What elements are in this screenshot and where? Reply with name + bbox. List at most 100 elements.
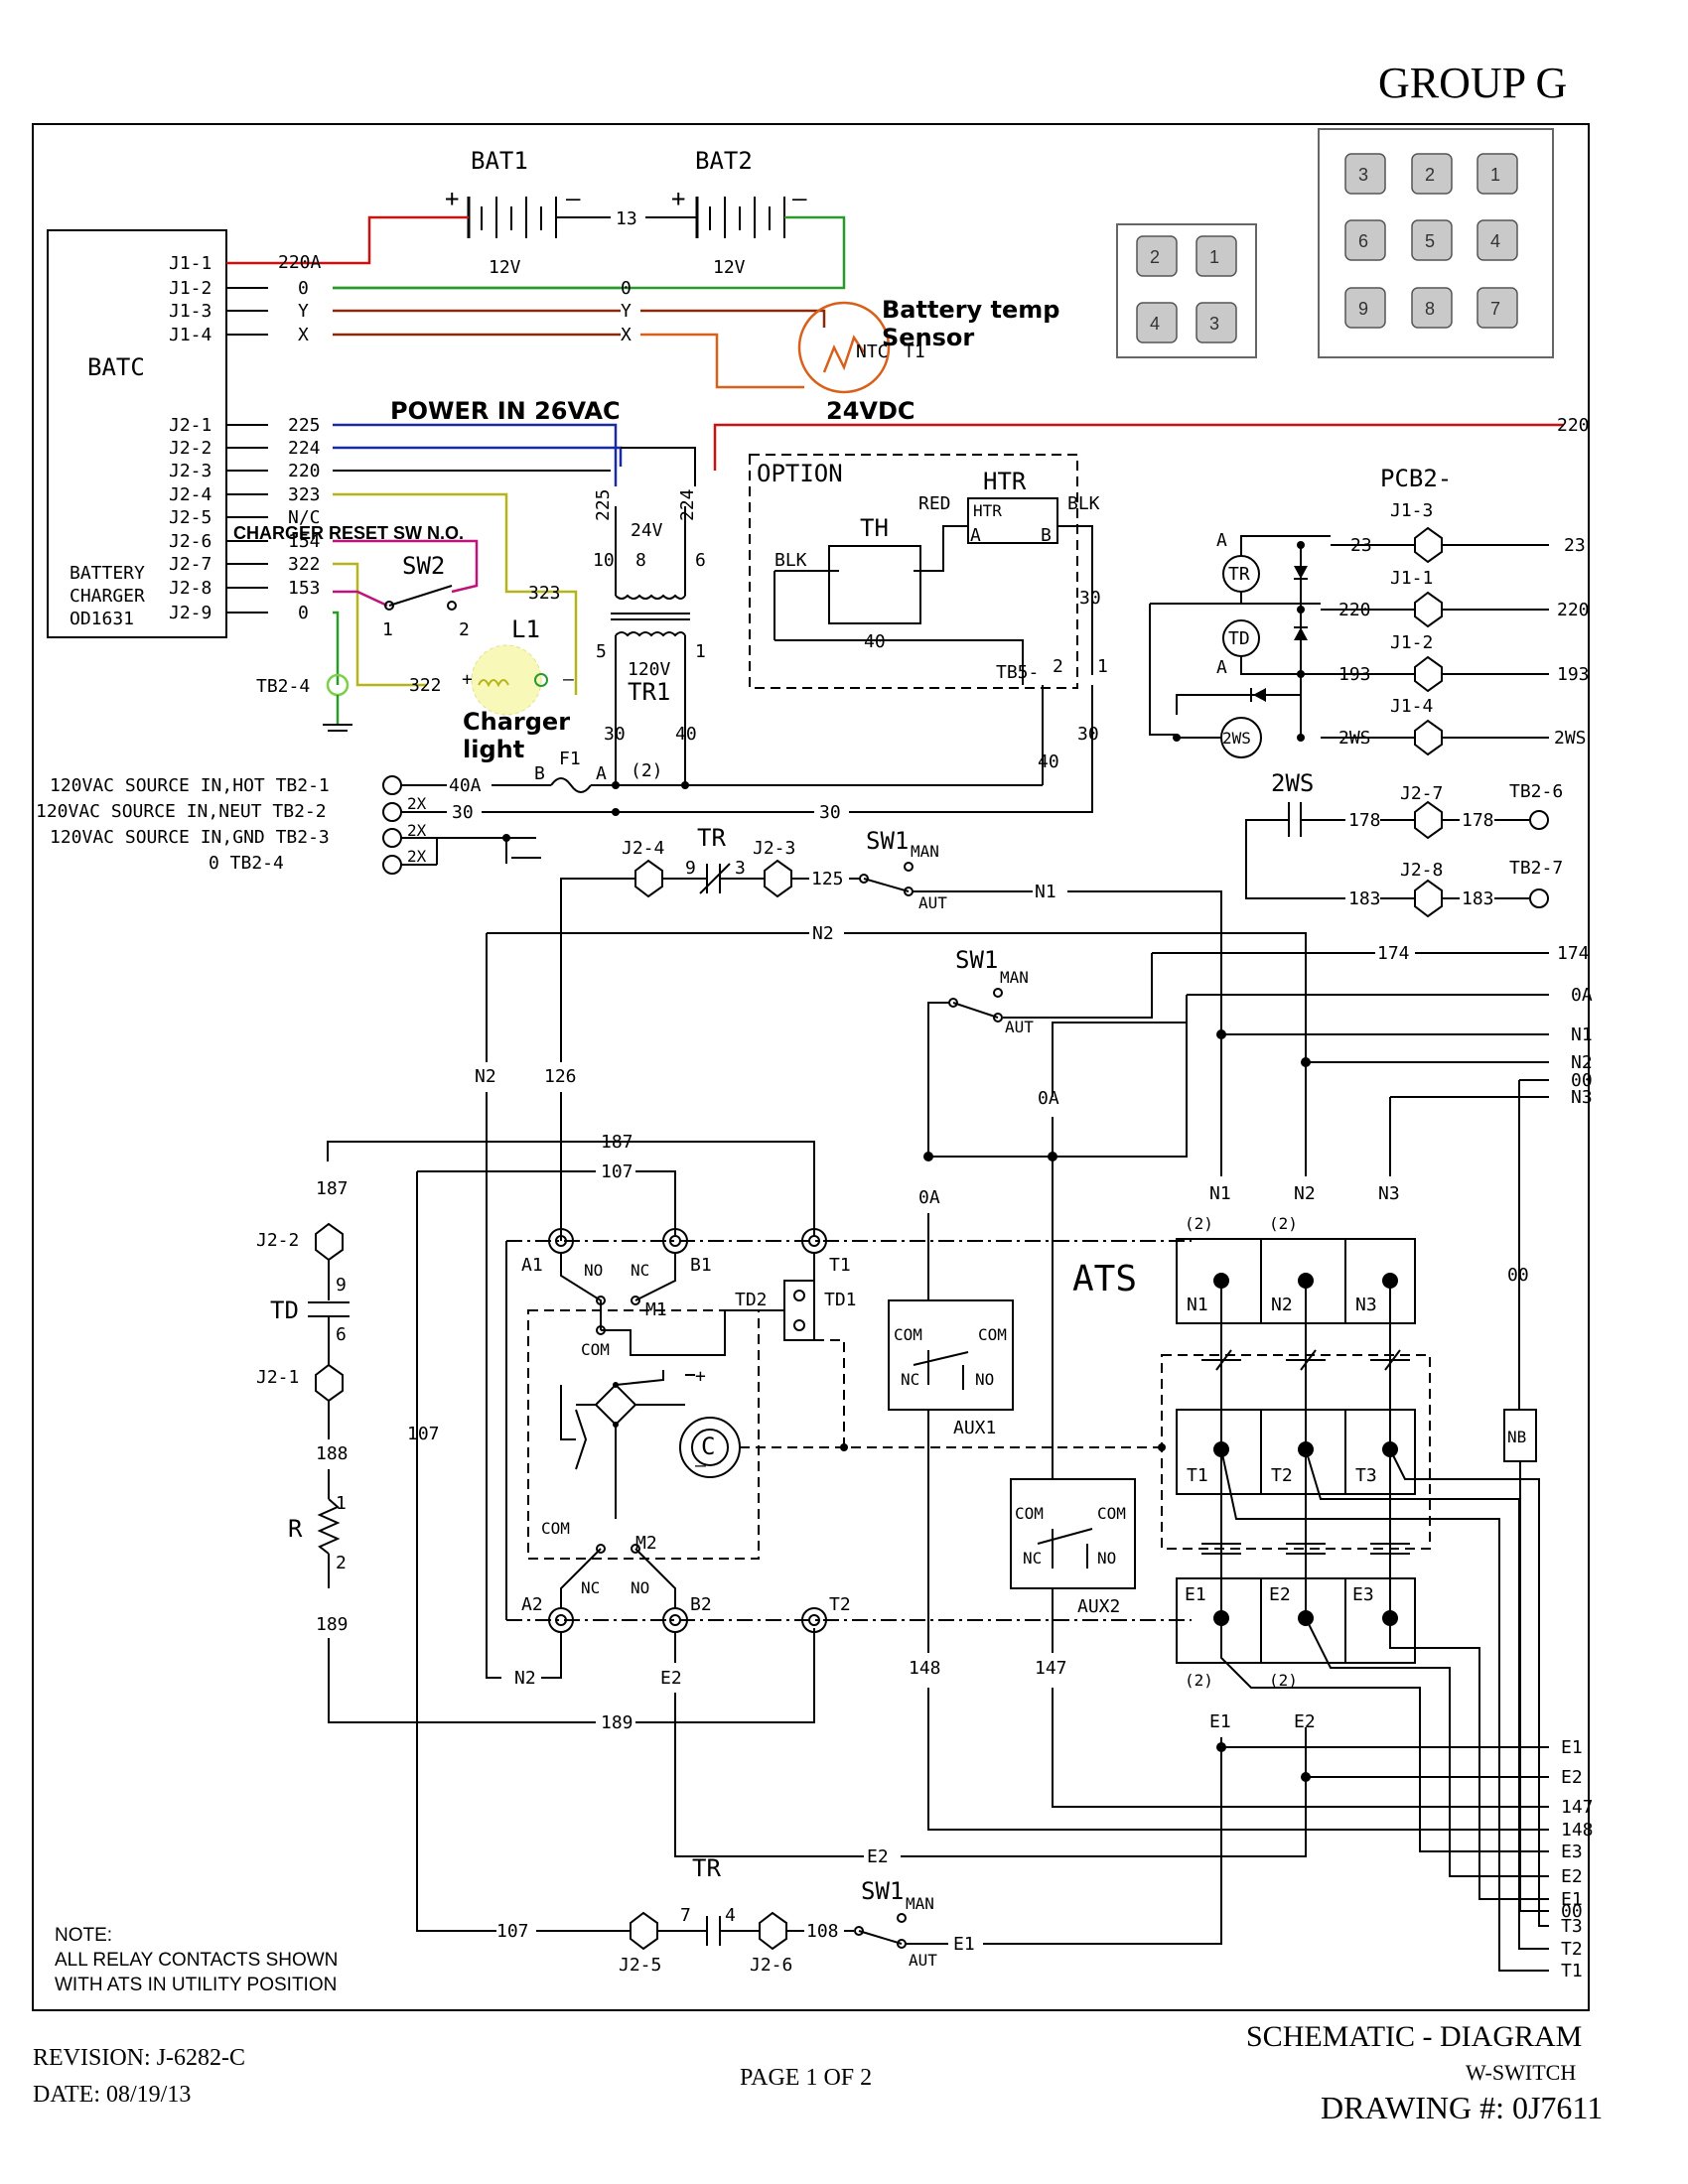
svg-text:174: 174 xyxy=(1377,943,1410,964)
svg-text:HTR: HTR xyxy=(983,468,1027,495)
svg-text:J1-4: J1-4 xyxy=(1390,696,1433,717)
svg-text:23: 23 xyxy=(1564,535,1586,556)
svg-text:T3: T3 xyxy=(1355,1465,1377,1486)
svg-text:2: 2 xyxy=(1150,247,1160,267)
svg-text:E2: E2 xyxy=(1561,1866,1583,1887)
svg-text:ATS: ATS xyxy=(1072,1259,1137,1299)
svg-text:B1: B1 xyxy=(690,1255,712,1276)
svg-text:2X: 2X xyxy=(407,821,427,840)
svg-text:N2: N2 xyxy=(1271,1295,1293,1315)
svg-text:183: 183 xyxy=(1348,888,1381,909)
svg-text:MAN: MAN xyxy=(911,842,939,861)
svg-text:153: 153 xyxy=(288,578,321,599)
drawing-subtitle: W-SWITCH xyxy=(1466,2060,1577,2085)
svg-text:12V: 12V xyxy=(489,257,521,278)
svg-text:5: 5 xyxy=(596,641,607,662)
svg-text:323: 323 xyxy=(288,484,321,505)
svg-text:+: + xyxy=(462,669,473,690)
svg-text:183: 183 xyxy=(1462,888,1494,909)
connector-small: 2 1 4 3 xyxy=(1116,223,1257,358)
batc-pin-label: J2-6 xyxy=(169,531,211,552)
svg-text:0: 0 xyxy=(298,603,309,623)
svg-text:107: 107 xyxy=(496,1921,529,1942)
svg-text:13: 13 xyxy=(616,208,637,229)
svg-text:HTR: HTR xyxy=(973,501,1002,520)
svg-text:224: 224 xyxy=(288,438,321,459)
svg-text:322: 322 xyxy=(409,675,442,696)
svg-text:6: 6 xyxy=(695,550,706,571)
svg-text:125: 125 xyxy=(811,869,844,889)
svg-text:1: 1 xyxy=(1490,165,1500,185)
svg-text:Battery temp: Battery temp xyxy=(882,296,1059,324)
svg-text:30: 30 xyxy=(1077,724,1099,745)
svg-text:J2-7: J2-7 xyxy=(1400,783,1443,804)
svg-text:COM: COM xyxy=(1015,1504,1044,1523)
svg-text:T1: T1 xyxy=(1187,1465,1208,1486)
svg-text:NOTE:: NOTE: xyxy=(55,1925,112,1946)
note-block: NOTE: ALL RELAY CONTACTS SHOWN WITH ATS … xyxy=(55,1925,338,1995)
svg-text:N/C: N/C xyxy=(288,507,321,528)
svg-text:5: 5 xyxy=(1425,231,1435,251)
svg-text:N2: N2 xyxy=(1294,1183,1316,1204)
drawing-number: DRAWING #: 0J7611 xyxy=(1321,2090,1604,2125)
svg-text:J2-3: J2-3 xyxy=(753,838,795,859)
svg-text:N1: N1 xyxy=(1209,1183,1231,1204)
svg-text:0: 0 xyxy=(298,278,309,299)
svg-text:30: 30 xyxy=(819,802,841,823)
svg-text:N2: N2 xyxy=(1571,1052,1593,1073)
battery-positive-wire xyxy=(226,215,469,265)
svg-text:T1: T1 xyxy=(1561,1961,1583,1981)
batc-pin-label: J1-2 xyxy=(169,278,211,299)
svg-text:B: B xyxy=(1041,525,1052,546)
ac-sources: 120VAC SOURCE IN,HOT TB2-1 120VAC SOURCE… xyxy=(36,685,1093,875)
svg-text:NC: NC xyxy=(581,1578,600,1597)
svg-text:TD: TD xyxy=(1228,628,1250,649)
svg-text:B: B xyxy=(534,763,545,784)
svg-text:189: 189 xyxy=(601,1712,633,1733)
pcb2-board: PCB2- J1-3 J1-1 J1-2 J1-4 23 220 193 2WS… xyxy=(1149,465,1590,758)
ats-switch-contacts: ATS N1 N2 N3 (2) (2) N1 N2 N3 T1 T2 T3 xyxy=(1072,1183,1583,1981)
svg-text:M2: M2 xyxy=(635,1533,657,1554)
svg-text:Y: Y xyxy=(621,301,632,322)
svg-text:120VAC SOURCE IN,NEUT TB2-2: 120VAC SOURCE IN,NEUT TB2-2 xyxy=(36,801,327,822)
batc-pin-label: J1-4 xyxy=(169,325,211,345)
svg-text:00: 00 xyxy=(1571,1070,1593,1091)
svg-text:2X: 2X xyxy=(407,847,427,866)
svg-text:X: X xyxy=(298,325,309,345)
svg-text:2: 2 xyxy=(1053,656,1063,677)
svg-text:3: 3 xyxy=(735,858,746,879)
date-label: DATE: 08/19/13 xyxy=(33,2082,192,2108)
svg-text:1: 1 xyxy=(382,619,393,640)
svg-text:2WS: 2WS xyxy=(1554,728,1587,749)
svg-text:N2: N2 xyxy=(812,923,834,944)
batc-pin-label: J2-2 xyxy=(169,438,211,459)
svg-text:SW2: SW2 xyxy=(402,552,445,580)
batc-pin-label: J2-1 xyxy=(169,415,211,436)
svg-text:NC: NC xyxy=(631,1261,649,1280)
svg-text:CHARGER RESET SW N.O.: CHARGER RESET SW N.O. xyxy=(233,523,464,543)
svg-text:2WS: 2WS xyxy=(1222,729,1251,748)
batc-pin-label: J2-9 xyxy=(169,603,211,623)
svg-text:COM: COM xyxy=(581,1340,610,1359)
svg-text:TD2: TD2 xyxy=(735,1290,768,1310)
svg-text:3: 3 xyxy=(1209,314,1219,334)
svg-text:A: A xyxy=(596,763,607,784)
svg-text:E2: E2 xyxy=(1561,1767,1583,1788)
transformer-tr1: 225 224 24V 10 8 6 5 1 120V TR1 30 40 xyxy=(593,488,706,784)
svg-text:ALL RELAY CONTACTS SHOWN: ALL RELAY CONTACTS SHOWN xyxy=(55,1950,338,1971)
svg-text:0 TB2-4: 0 TB2-4 xyxy=(209,853,284,874)
battery-temp-sensor: 0 0 Y Y X X NTC T1 Battery temp Sensor xyxy=(226,278,1059,394)
svg-text:A: A xyxy=(1216,530,1227,551)
svg-text:Charger: Charger xyxy=(463,708,570,736)
svg-text:30: 30 xyxy=(1079,588,1101,609)
svg-text:T2: T2 xyxy=(1561,1939,1583,1960)
batc-pin-label: J2-3 xyxy=(169,461,211,481)
svg-text:N1: N1 xyxy=(1035,882,1056,902)
revision-label: REVISION: J-6282-C xyxy=(33,2045,245,2071)
svg-text:00: 00 xyxy=(1561,1901,1583,1922)
svg-text:NO: NO xyxy=(1097,1549,1116,1568)
svg-text:178: 178 xyxy=(1462,810,1494,831)
svg-text:T3: T3 xyxy=(1561,1916,1583,1937)
svg-text:B2: B2 xyxy=(690,1594,712,1615)
svg-text:187: 187 xyxy=(601,1132,633,1153)
